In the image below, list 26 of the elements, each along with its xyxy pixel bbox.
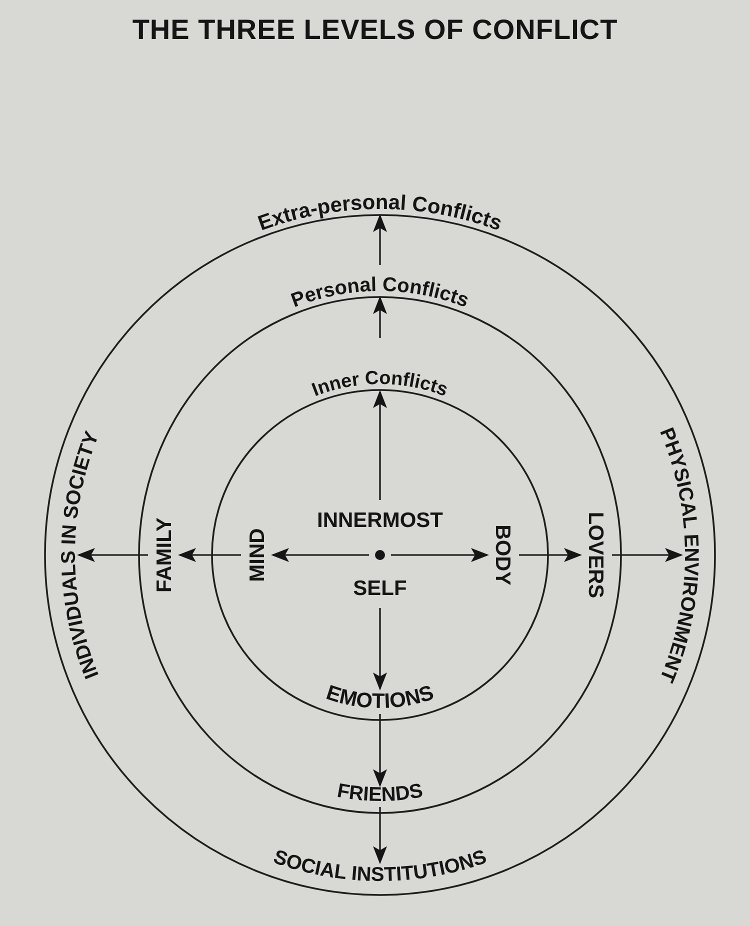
ring-label: EMOTIONS	[324, 681, 436, 714]
arrow	[271, 548, 369, 562]
ring-label: MIND	[247, 528, 269, 582]
arrow	[373, 608, 387, 690]
ring-label: FAMILY	[154, 517, 176, 593]
arrow	[373, 714, 387, 788]
arrow	[391, 548, 489, 562]
arrow	[519, 548, 582, 562]
ring-heading: Inner Conflicts	[309, 368, 451, 402]
ring-heading: Personal Conflicts	[288, 274, 472, 312]
ring-heading: Extra-personal Conflicts	[255, 190, 505, 236]
arrow	[77, 548, 148, 562]
diagram-title: THE THREE LEVELS OF CONFLICT	[131, 14, 619, 46]
center-label: INNERMOST	[317, 510, 443, 532]
ring-label: SOCIAL INSTITUTIONS	[270, 846, 490, 886]
center-dot	[375, 550, 385, 560]
arrow	[373, 390, 387, 500]
center-label: SELF	[353, 578, 407, 600]
arrow	[373, 214, 387, 265]
arrow	[612, 548, 683, 562]
arrow	[373, 807, 387, 864]
arrow	[178, 548, 241, 562]
ring-label: LOVERS	[584, 512, 606, 598]
ring-label: FRIENDS	[335, 780, 424, 806]
arrow	[373, 296, 387, 338]
ring-label: BODY	[491, 524, 513, 586]
